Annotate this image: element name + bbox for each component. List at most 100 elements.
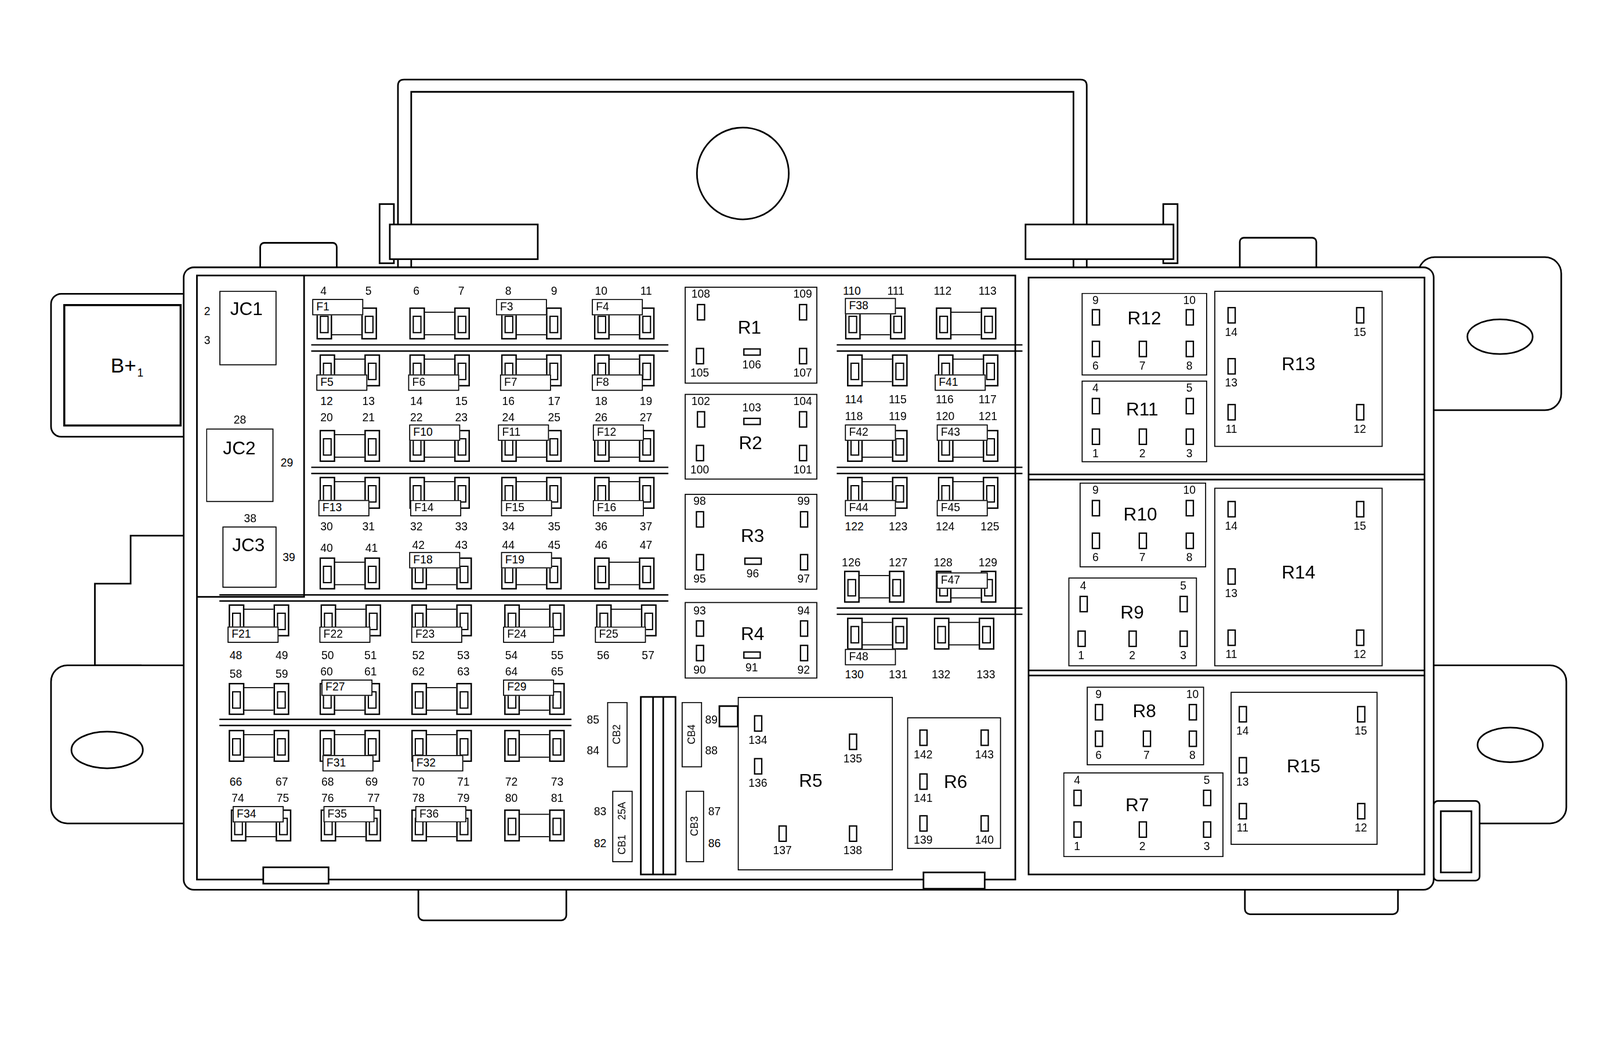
pin-number: 1	[1073, 839, 1081, 853]
terminal-slot	[1239, 803, 1247, 819]
pin-number: 106	[742, 357, 762, 371]
breaker-name: CB3	[689, 815, 701, 836]
pin-number: 13	[361, 395, 376, 408]
pin-number: 70	[411, 775, 426, 788]
fuse-name: F23	[415, 627, 435, 641]
terminal-slot	[1092, 428, 1100, 444]
terminal-slot	[800, 645, 808, 661]
mount-hole	[1467, 319, 1533, 354]
fuse-name: F25	[598, 627, 618, 641]
pin-number: 93	[693, 603, 707, 617]
pin-number: 3	[1179, 648, 1187, 662]
pin-number: 9	[1095, 687, 1102, 701]
pin-number: 69	[364, 775, 379, 788]
pin-number: 5	[1186, 381, 1193, 395]
pin-number: 86	[707, 836, 722, 849]
terminal-slot	[1239, 706, 1247, 722]
housing-body	[183, 267, 1435, 890]
pin-number: 103	[742, 400, 762, 414]
fuse-holder	[934, 618, 994, 650]
relay-bay	[1028, 277, 1425, 875]
pin-number: 52	[411, 648, 426, 661]
pin-number: 74	[230, 791, 246, 805]
mount-ear	[51, 665, 205, 824]
pin-number: 80	[504, 791, 519, 805]
terminal-slot	[754, 715, 762, 731]
fuse-name: F32	[416, 756, 436, 770]
terminal-slot	[1189, 730, 1197, 747]
pin-number: 37	[638, 520, 654, 533]
terminal-slot	[849, 825, 857, 841]
cb-divider	[641, 696, 676, 875]
pin-number: 7	[1139, 359, 1146, 372]
bay-divider	[1028, 474, 1425, 676]
fuse-label-box: F7	[500, 374, 552, 391]
pin-number: 14	[1236, 724, 1250, 738]
terminal-slot	[696, 620, 704, 636]
relay-socket: R49394909192	[684, 602, 818, 679]
pin-number: 84	[585, 743, 601, 756]
pin-number: 2	[1139, 839, 1146, 853]
fuse-label-box: F44	[844, 500, 896, 517]
pin-number: 42	[411, 538, 426, 551]
terminal-slot	[1203, 790, 1211, 806]
relay-name: R9	[1120, 602, 1144, 624]
pin-number: 56	[595, 648, 611, 661]
relay-socket: R2102103104100101	[684, 393, 818, 480]
pin-number: 102	[691, 395, 711, 408]
pin-number: 36	[594, 520, 609, 533]
fuse-label-box: F19	[501, 551, 553, 568]
fuse-name: F21	[231, 627, 251, 641]
fuse-name: F45	[940, 501, 961, 514]
terminal-slot	[1356, 307, 1364, 323]
pin-number: 112	[932, 284, 953, 298]
terminal-slot	[1228, 307, 1236, 323]
pin-number: 8	[504, 284, 513, 298]
pin-number: 13	[1236, 775, 1250, 788]
terminal-slot	[697, 304, 705, 320]
bottom-tab	[923, 872, 986, 889]
pin-number: 134	[748, 733, 767, 747]
pin-number: 51	[363, 648, 378, 661]
fuse-holder	[320, 558, 380, 589]
terminal-slot	[1179, 631, 1187, 647]
pin-number: 10	[1182, 293, 1196, 307]
pin-number: 11	[1236, 821, 1249, 835]
pin-number: 4	[1092, 381, 1099, 395]
terminal-ear	[51, 293, 199, 437]
fuse-name: F34	[236, 806, 256, 820]
terminal-slot	[800, 554, 808, 570]
pin-number: 55	[549, 648, 565, 661]
pin-number: 10	[1186, 687, 1200, 701]
pin-number: 10	[594, 284, 609, 298]
pin-number: 29	[279, 455, 295, 469]
pin-number: 6	[1095, 748, 1102, 762]
pin-number: 18	[594, 395, 609, 408]
relay-socket: R8910678	[1086, 686, 1204, 765]
terminal-slot	[1139, 533, 1147, 549]
fuse-label-box: F16	[592, 500, 644, 517]
fuse-label-box: F34	[232, 805, 284, 823]
fuse-label-box: F23	[411, 626, 463, 643]
relay-socket: R5134135136137138	[737, 696, 893, 871]
fuse-holder	[229, 730, 289, 762]
fuse-name: F11	[501, 425, 521, 439]
terminal-slot	[1092, 398, 1100, 414]
pin-number: 122	[844, 520, 865, 533]
pin-number: 90	[693, 663, 707, 676]
relay-socket: R745123	[1063, 772, 1224, 857]
fuse-label-box: F8	[591, 374, 643, 391]
pin-number: 73	[549, 775, 565, 788]
pin-number: 125	[979, 520, 1001, 533]
pin-number: 130	[844, 668, 865, 681]
fuse-holder	[847, 618, 907, 650]
terminal-slot	[1357, 803, 1365, 819]
terminal-slot	[799, 348, 807, 364]
pin-number: 2	[203, 305, 212, 318]
relay-name: R6	[943, 770, 968, 792]
terminal-slot	[1095, 730, 1103, 747]
relay-socket: R151415131112	[1230, 691, 1378, 845]
pin-number: 137	[772, 843, 792, 857]
fuse-holder	[504, 809, 564, 841]
relay-name: R1	[737, 317, 762, 339]
